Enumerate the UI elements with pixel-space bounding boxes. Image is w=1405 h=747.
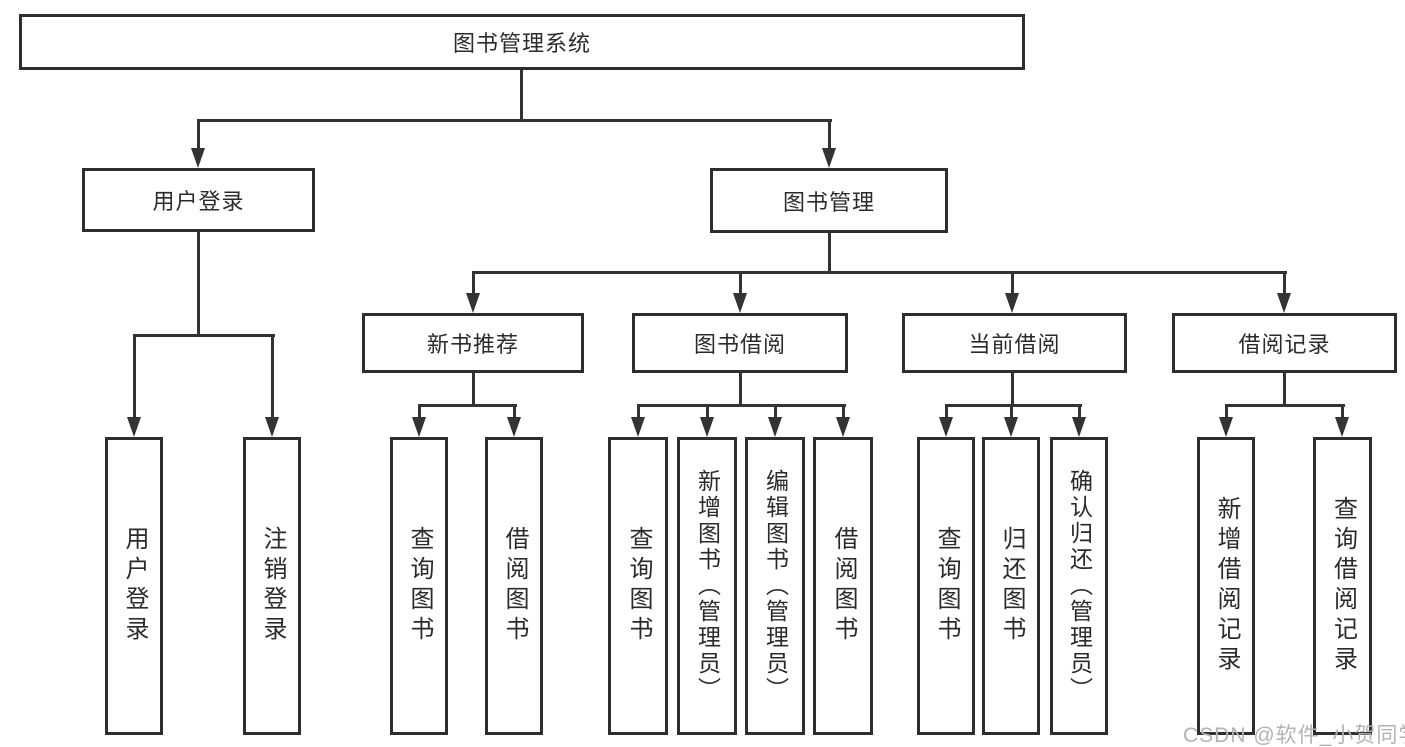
connector-bookborrow-drop-4: [842, 404, 845, 420]
leaf-logout: 注销登录: [243, 437, 301, 735]
connector-currentborrow-rail: [945, 404, 1082, 407]
arrow-down-icon: [1004, 417, 1018, 437]
node-user-login: 用户登录: [82, 168, 315, 232]
connector-bookborrow-drop-3: [774, 404, 777, 420]
arrow-down-icon: [1005, 293, 1019, 313]
connector-userlogin-drop-1: [133, 334, 136, 420]
arrow-down-icon: [836, 417, 850, 437]
connector-records-stem: [1283, 373, 1286, 406]
connector-root-drop-left: [197, 119, 200, 152]
connector-newbook-stem: [472, 373, 475, 406]
node-new-book-recommend: 新书推荐: [362, 313, 584, 373]
leaf-confirm-return-admin: 确认归还（管理员）: [1050, 437, 1108, 735]
leaf-return-book-label: 归还图书: [998, 526, 1025, 646]
node-borrow-records-label: 借阅记录: [1238, 332, 1331, 357]
connector-bookmgmt-drop-3: [1011, 271, 1014, 297]
connector-userlogin-stem: [197, 232, 200, 337]
leaf-borrow-book-1-label: 借阅图书: [501, 526, 528, 646]
node-current-borrow: 当前借阅: [902, 313, 1127, 373]
arrow-down-icon: [507, 417, 521, 437]
connector-records-drop-1: [1225, 404, 1228, 420]
node-book-management-label: 图书管理: [782, 189, 875, 215]
connector-currentborrow-drop-2: [1010, 404, 1013, 420]
leaf-query-borrow-record-label: 查询借阅记录: [1329, 496, 1357, 676]
leaf-query-borrow-record: 查询借阅记录: [1313, 437, 1372, 735]
connector-records-rail: [1225, 404, 1345, 407]
connector-bookborrow-drop-1: [637, 404, 640, 420]
node-borrow-records: 借阅记录: [1172, 313, 1397, 373]
leaf-query-book-3: 查询图书: [917, 437, 975, 735]
connector-bookmgmt-rail: [472, 271, 1287, 274]
arrow-down-icon: [1072, 417, 1086, 437]
connector-currentborrow-stem: [1011, 373, 1014, 406]
connector-root-stem: [520, 70, 523, 121]
connector-bookborrow-drop-2: [706, 404, 709, 420]
arrow-down-icon: [466, 293, 480, 313]
arrow-down-icon: [412, 417, 426, 437]
connector-bookmgmt-drop-2: [739, 271, 742, 297]
connector-root-rail: [197, 119, 832, 122]
connector-currentborrow-drop-3: [1078, 404, 1081, 420]
leaf-query-book-3-label: 查询图书: [933, 526, 960, 646]
leaf-logout-label: 注销登录: [259, 526, 286, 646]
leaf-borrow-book-2: 借阅图书: [813, 437, 873, 735]
arrow-down-icon: [265, 417, 279, 437]
node-book-management: 图书管理: [710, 168, 948, 233]
connector-root-drop-right: [828, 119, 831, 152]
connector-bookmgmt-stem: [828, 233, 831, 272]
leaf-query-book-1-label: 查询图书: [406, 526, 433, 646]
arrow-down-icon: [631, 417, 645, 437]
arrow-down-icon: [127, 417, 141, 437]
arrow-down-icon: [700, 417, 714, 437]
leaf-query-book-2-label: 查询图书: [625, 526, 652, 646]
node-user-login-label: 用户登录: [152, 189, 245, 214]
arrow-down-icon: [768, 417, 782, 437]
connector-records-drop-2: [1341, 404, 1344, 420]
node-root: 图书管理系统: [19, 14, 1025, 70]
leaf-add-borrow-record-label: 新增借阅记录: [1213, 496, 1240, 676]
connector-bookborrow-stem: [739, 373, 742, 406]
connector-newbook-drop-2: [513, 404, 516, 420]
node-current-borrow-label: 当前借阅: [968, 332, 1061, 357]
leaf-edit-book-admin: 编辑图书（管理员）: [745, 437, 805, 735]
leaf-query-book-2: 查询图书: [608, 437, 668, 735]
csdn-watermark: CSDN @软件_小贺同学: [1183, 724, 1405, 747]
arrow-down-icon: [822, 148, 836, 168]
leaf-borrow-book-1: 借阅图书: [485, 437, 543, 735]
arrow-down-icon: [1335, 417, 1349, 437]
connector-bookborrow-rail: [637, 404, 846, 407]
node-book-borrow-label: 图书借阅: [693, 332, 786, 357]
leaf-borrow-book-2-label: 借阅图书: [830, 526, 857, 646]
arrow-down-icon: [939, 417, 953, 437]
arrow-down-icon: [1277, 293, 1291, 313]
node-new-book-recommend-label: 新书推荐: [426, 332, 519, 357]
arrow-down-icon: [733, 293, 747, 313]
node-book-borrow: 图书借阅: [632, 313, 848, 373]
leaf-query-book-1: 查询图书: [390, 437, 448, 735]
connector-userlogin-drop-2: [271, 334, 274, 420]
leaf-add-book-admin: 新增图书（管理员）: [677, 437, 737, 735]
leaf-user-login-label: 用户登录: [121, 526, 148, 646]
connector-newbook-drop-1: [418, 404, 421, 420]
arrow-down-icon: [191, 148, 205, 168]
leaf-user-login: 用户登录: [105, 437, 163, 735]
node-root-label: 图书管理系统: [452, 31, 591, 56]
connector-bookmgmt-drop-4: [1283, 271, 1286, 297]
leaf-return-book: 归还图书: [982, 437, 1040, 735]
arrow-down-icon: [1219, 417, 1233, 437]
leaf-add-book-admin-label: 新增图书（管理员）: [694, 469, 721, 703]
connector-currentborrow-drop-1: [945, 404, 948, 420]
connector-bookmgmt-drop-1: [472, 271, 475, 297]
leaf-confirm-return-admin-label: 确认归还（管理员）: [1066, 469, 1093, 703]
leaf-edit-book-admin-label: 编辑图书（管理员）: [762, 469, 789, 703]
leaf-add-borrow-record: 新增借阅记录: [1197, 437, 1255, 735]
connector-userlogin-rail: [133, 334, 275, 337]
connector-newbook-rail: [418, 404, 517, 407]
